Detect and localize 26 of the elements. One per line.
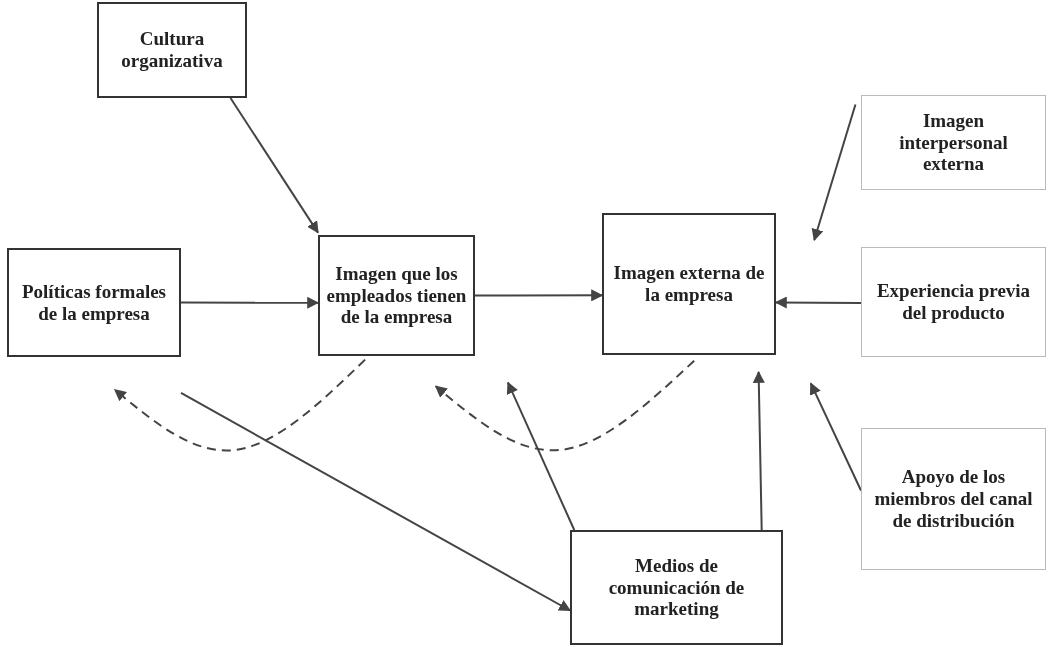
arrow [180,391,572,612]
arrow [506,381,576,531]
arrow [811,103,857,242]
arrow [752,370,765,531]
box-label: Medios de comunicación de marketing [607,554,746,621]
box-label: Imagen externa de la empresa [612,262,766,306]
concept-box [7,248,181,357]
dashed-arrow [434,359,696,452]
arrow [809,382,862,492]
box-label: Políticas formales de la empresa [20,280,167,325]
box-label: Imagen que los empleados tienen de la empresa [326,262,467,329]
arrow [229,97,319,234]
box-label: Imagen interpersonal externa [898,109,1009,176]
box-label: Cultura organizativa [120,28,224,72]
concept-box [318,235,475,356]
concept-box [97,2,247,98]
box-label: Apoyo de los miembros del canal de distribución [873,466,1034,532]
box-label: Experiencia previa del producto [875,280,1032,324]
dashed-arrow [113,358,367,452]
concept-box [861,428,1046,570]
arrow [474,289,604,302]
arrow [180,296,320,309]
concept-box [861,95,1046,190]
concept-box [570,530,783,645]
concept-box [861,247,1046,357]
concept-box [602,213,776,355]
